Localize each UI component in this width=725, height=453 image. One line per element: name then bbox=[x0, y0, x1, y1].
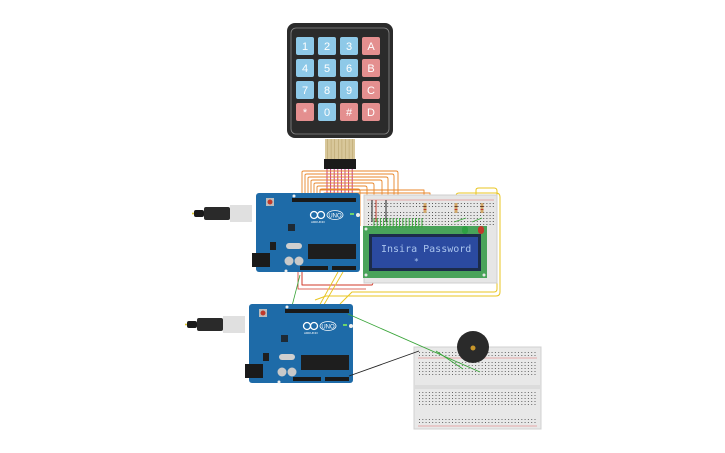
keypad-key[interactable]: # bbox=[340, 103, 358, 121]
lcd-16x2: Insira Password * bbox=[363, 217, 487, 278]
digital-header bbox=[292, 198, 356, 202]
keypad-key-label: A bbox=[367, 41, 375, 53]
board-model-label: UNO bbox=[321, 325, 335, 331]
board-model-label: UNO bbox=[328, 214, 342, 220]
keypad-key[interactable]: 8 bbox=[318, 81, 336, 99]
resistor[interactable] bbox=[423, 203, 427, 213]
keypad-key[interactable]: 4 bbox=[296, 59, 314, 77]
keypad-key[interactable]: 2 bbox=[318, 37, 336, 55]
keypad-ribbon-cable bbox=[324, 139, 356, 169]
lcd-line-1: Insira Password bbox=[381, 244, 471, 255]
keypad[interactable]: 1 2 3 A 4 5 6 B 7 8 9 C * 0 # D bbox=[287, 23, 393, 169]
microcontroller-chip bbox=[301, 355, 349, 370]
keypad-key[interactable]: 3 bbox=[340, 37, 358, 55]
keypad-key-label: 1 bbox=[302, 41, 308, 53]
green-led[interactable] bbox=[462, 226, 468, 234]
keypad-key-label: 4 bbox=[302, 63, 308, 75]
keypad-key-label: # bbox=[346, 107, 353, 119]
reset-button[interactable] bbox=[260, 310, 266, 316]
keypad-key[interactable]: B bbox=[362, 59, 380, 77]
digital-header bbox=[285, 309, 349, 313]
keypad-key-label: D bbox=[367, 107, 375, 119]
keypad-key-label: 9 bbox=[346, 85, 352, 97]
keypad-key[interactable]: D bbox=[362, 103, 380, 121]
keypad-key[interactable]: * bbox=[296, 103, 314, 121]
power-header bbox=[300, 266, 328, 270]
keypad-key[interactable]: C bbox=[362, 81, 380, 99]
keypad-key-label: 8 bbox=[324, 85, 330, 97]
keypad-key-label: 6 bbox=[346, 63, 352, 75]
piezo-buzzer[interactable] bbox=[457, 331, 489, 363]
keypad-key[interactable]: 1 bbox=[296, 37, 314, 55]
keypad-key[interactable]: 0 bbox=[318, 103, 336, 121]
keypad-key-label: B bbox=[367, 63, 374, 75]
brand-label: ARDUINO bbox=[311, 220, 326, 224]
keypad-key-label: 3 bbox=[346, 41, 352, 53]
power-header bbox=[293, 377, 321, 381]
keypad-key[interactable]: 5 bbox=[318, 59, 336, 77]
dc-jack bbox=[252, 253, 270, 267]
keypad-key[interactable]: 6 bbox=[340, 59, 358, 77]
keypad-key[interactable]: A bbox=[362, 37, 380, 55]
resistors bbox=[371, 200, 484, 222]
brand-label: ARDUINO bbox=[304, 331, 319, 335]
keypad-key[interactable]: 7 bbox=[296, 81, 314, 99]
keypad-key-label: C bbox=[367, 85, 375, 97]
resistor[interactable] bbox=[480, 203, 484, 213]
microcontroller-chip bbox=[308, 244, 356, 259]
keypad-key-label: 7 bbox=[302, 85, 308, 97]
analog-header bbox=[325, 377, 349, 381]
resistor[interactable] bbox=[454, 203, 458, 213]
keypad-key[interactable]: 9 bbox=[340, 81, 358, 99]
reset-button[interactable] bbox=[267, 199, 273, 205]
keypad-key-label: 5 bbox=[324, 63, 330, 75]
wires bbox=[291, 169, 501, 309]
red-led[interactable] bbox=[478, 226, 484, 234]
keypad-key-label: * bbox=[303, 107, 308, 119]
bottom-wires bbox=[347, 313, 481, 377]
dc-jack bbox=[245, 364, 263, 378]
keypad-key-label: 0 bbox=[324, 107, 330, 119]
lcd-line-2: * bbox=[414, 257, 419, 266]
keypad-key-label: 2 bbox=[324, 41, 330, 53]
analog-header bbox=[332, 266, 356, 270]
